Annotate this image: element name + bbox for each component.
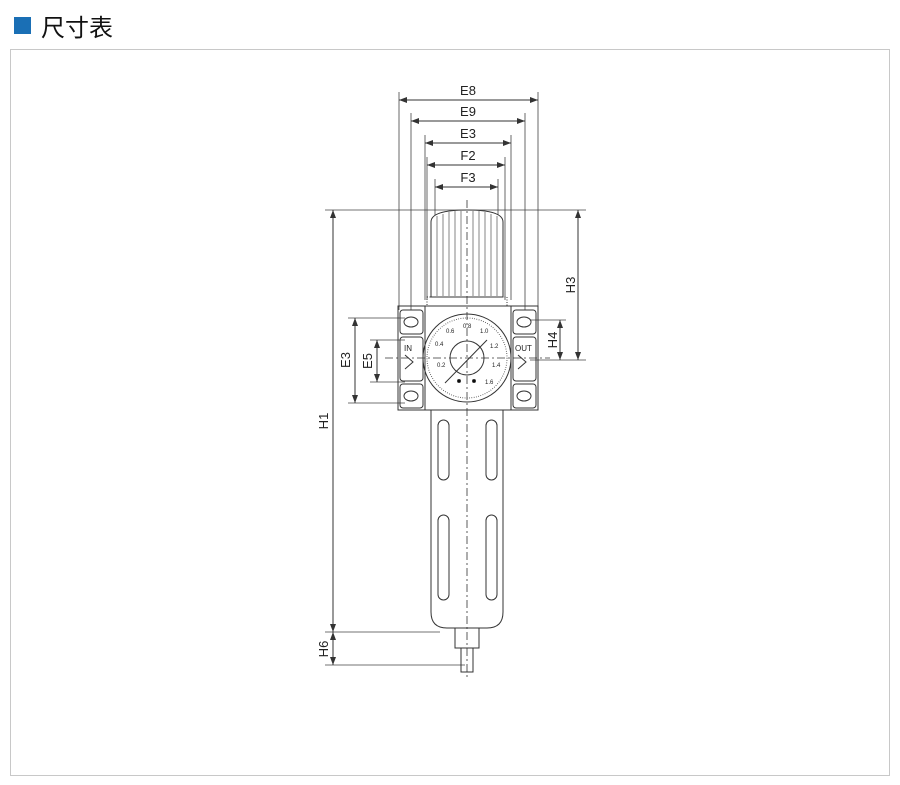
knob-ridges bbox=[436, 211, 498, 296]
dim-label-e3: E3 bbox=[460, 126, 476, 141]
section-title: 尺寸表 bbox=[41, 14, 113, 42]
dim-label-h3: H3 bbox=[563, 277, 578, 294]
extension-lines bbox=[325, 92, 586, 666]
dim-label-f2: F2 bbox=[460, 148, 475, 163]
dim-label-h4: H4 bbox=[545, 332, 560, 349]
in-label: IN bbox=[404, 344, 412, 353]
gauge-tick: 0.2 bbox=[437, 363, 446, 369]
gauge-tick: 0.4 bbox=[435, 342, 444, 348]
gauge-needle bbox=[444, 339, 488, 384]
dim-label-h1: H1 bbox=[316, 413, 331, 430]
dim-label-f3: F3 bbox=[460, 170, 475, 185]
gauge-tick: 0.6 bbox=[446, 329, 455, 335]
regulator-body bbox=[385, 200, 550, 680]
gauge-tick: 1.4 bbox=[492, 363, 501, 369]
gauge-tick: 1.6 bbox=[485, 380, 494, 386]
adjust-knob bbox=[430, 209, 504, 298]
dim-label-h6: H6 bbox=[316, 641, 331, 658]
gauge-tick: 0.8 bbox=[463, 324, 472, 330]
gauge-tick: 1.2 bbox=[490, 344, 499, 350]
out-port bbox=[512, 336, 537, 382]
dim-label-e5: E5 bbox=[360, 353, 375, 369]
dim-label-e8: E8 bbox=[460, 83, 476, 98]
out-label: OUT bbox=[515, 344, 532, 353]
diagram-frame bbox=[10, 49, 890, 776]
section-header: 尺寸表 bbox=[14, 8, 113, 43]
dim-label-e3-side: E3 bbox=[338, 352, 353, 368]
section-marker-icon bbox=[14, 17, 31, 34]
gauge-tick: 1.0 bbox=[480, 329, 489, 335]
dimension-lines bbox=[330, 97, 581, 665]
dim-label-e9: E9 bbox=[460, 104, 476, 119]
